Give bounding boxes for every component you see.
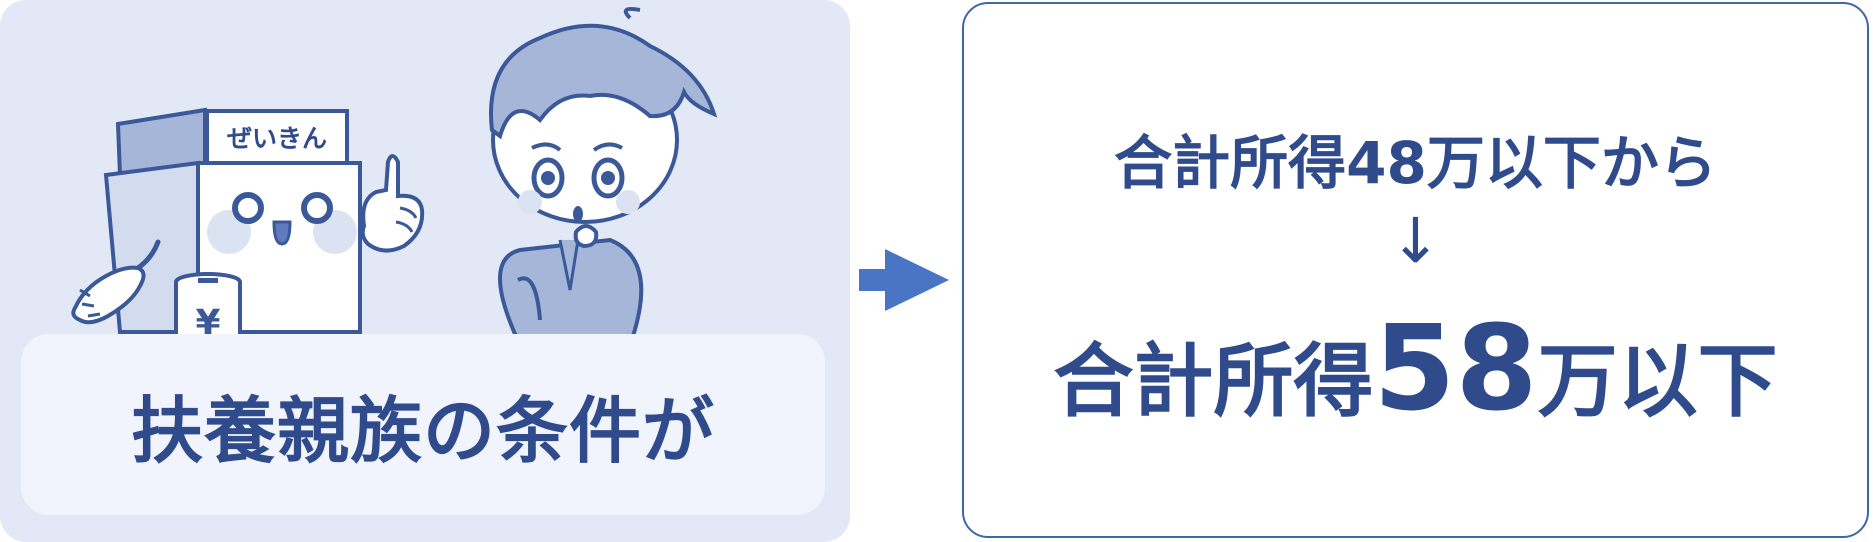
right-panel: 合計所得48万以下から ↓ 合計所得58万以下 (962, 2, 1869, 538)
right-arrow-icon (859, 249, 949, 311)
illustration: ぜいきん ¥ (71, 7, 718, 345)
pointing-hand (360, 154, 425, 253)
left-panel: ぜいきん ¥ (0, 0, 850, 542)
condition-before: 合計所得48万以下から (1114, 129, 1717, 197)
condition-after-suffix: 万以下 (1537, 335, 1778, 428)
caption-box: 扶養親族の条件が (21, 334, 825, 515)
box-label: ぜいきん (227, 124, 327, 153)
open-hand (71, 265, 146, 325)
box-label-plate (205, 109, 349, 165)
condition-after-prefix: 合計所得 (1053, 335, 1374, 428)
condition-after-amount: 58 (1373, 299, 1538, 437)
boy-character (489, 7, 718, 345)
condition-after: 合計所得58万以下 (964, 309, 1867, 427)
down-arrow-icon: ↓ (1389, 204, 1442, 277)
caption-text: 扶養親族の条件が (130, 389, 715, 473)
